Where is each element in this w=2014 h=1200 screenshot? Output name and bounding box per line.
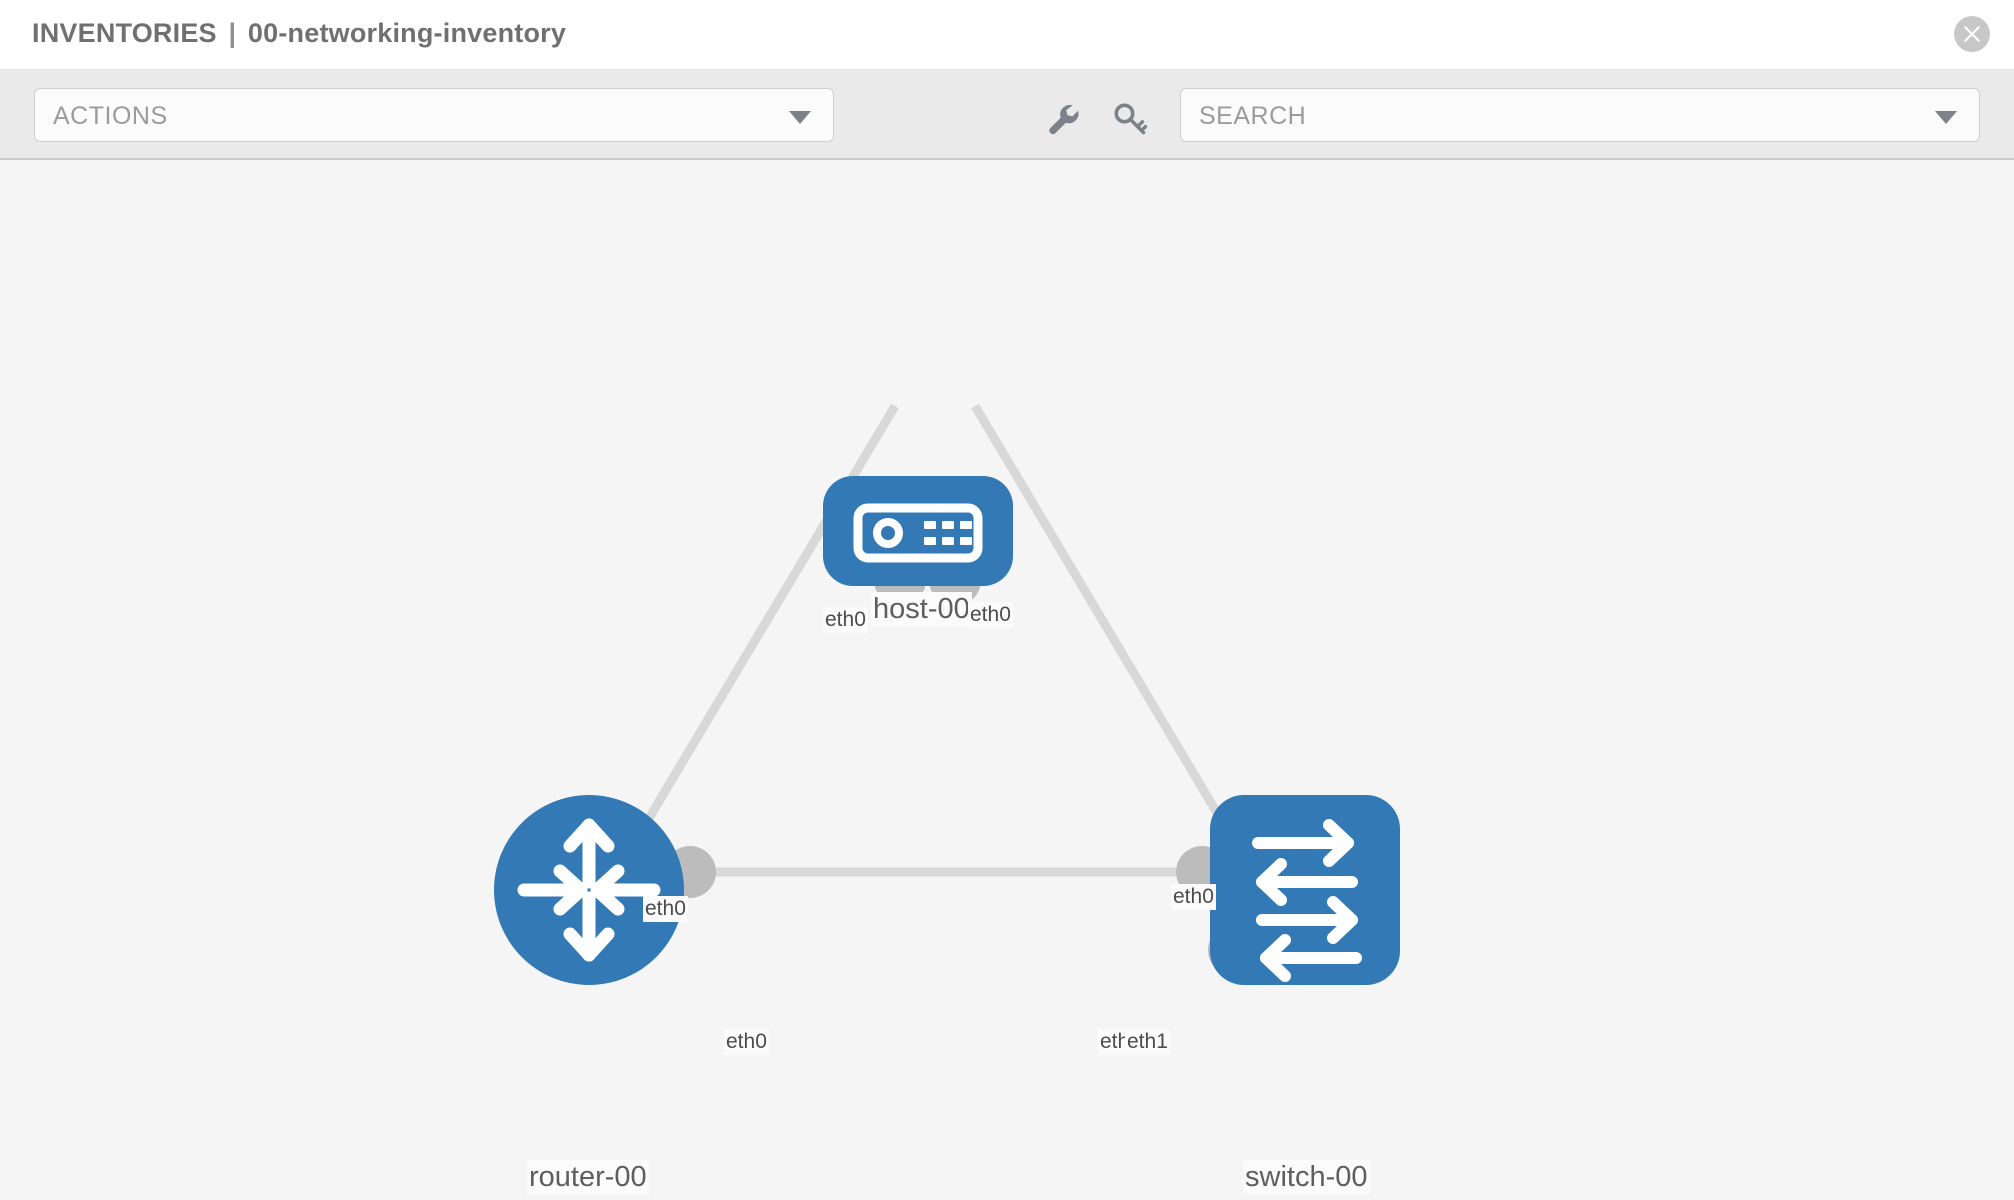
node-label-switch-00[interactable]: switch-00: [1243, 1160, 1370, 1194]
chevron-down-icon: [789, 111, 811, 124]
iface-label-switch00-north: eth0: [1171, 884, 1216, 910]
link-host00-router00: [620, 403, 899, 863]
node-label-host-00[interactable]: host-00: [871, 592, 972, 626]
server-icon: [853, 503, 983, 563]
iface-label-host00-right: eth0: [968, 602, 1013, 628]
iface-label-router00-north: eth0: [643, 896, 688, 922]
iface-label-switch00-west-eth1: eth1: [1125, 1029, 1170, 1055]
chevron-down-icon[interactable]: [1935, 111, 1957, 124]
topology-links: [620, 403, 1249, 877]
topology-graph: [494, 403, 1400, 985]
key-icon[interactable]: [1110, 98, 1152, 140]
node-switch-00: [1210, 795, 1400, 985]
iface-label-host00-left: eth0: [823, 607, 868, 633]
toolbar: ACTIONS SEARCH: [0, 70, 2014, 160]
breadcrumb-separator: |: [228, 18, 237, 48]
search-placeholder: SEARCH: [1199, 102, 1307, 130]
title-bar: INVENTORIES | 00-networking-inventory: [0, 0, 2014, 70]
close-icon[interactable]: [1954, 16, 1990, 52]
breadcrumb: INVENTORIES | 00-networking-inventory: [32, 18, 566, 49]
actions-dropdown-label: ACTIONS: [53, 102, 168, 130]
router-arrows-icon: [517, 818, 661, 962]
breadcrumb-root[interactable]: INVENTORIES: [32, 18, 217, 48]
switch-arrows-icon: [1252, 819, 1362, 982]
node-host-00: [823, 476, 1013, 586]
wrench-icon[interactable]: [1042, 98, 1084, 140]
breadcrumb-current: 00-networking-inventory: [247, 18, 567, 48]
link-host00-switch00: [971, 403, 1249, 863]
node-router-00: [494, 795, 684, 985]
node-label-router-00[interactable]: router-00: [527, 1160, 649, 1194]
search-input[interactable]: SEARCH: [1180, 88, 1980, 142]
iface-label-router00-east: eth0: [724, 1029, 769, 1055]
topology-canvas[interactable]: host-00 router-00 switch-00 eth0 eth0 et…: [0, 160, 2014, 1200]
actions-dropdown[interactable]: ACTIONS: [34, 88, 834, 142]
